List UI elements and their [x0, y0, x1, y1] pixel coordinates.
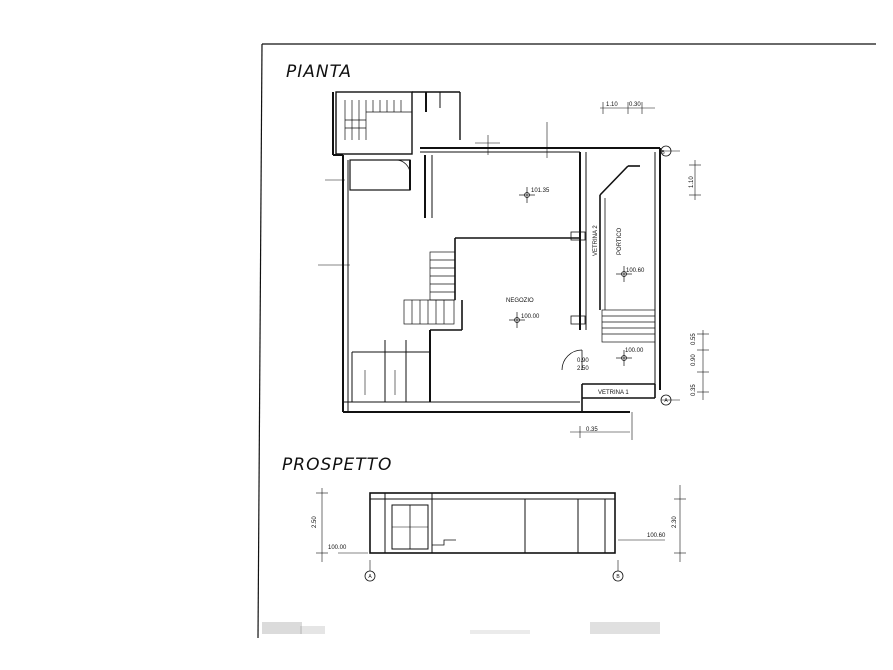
drawing-frame — [257, 43, 876, 639]
elevation-drawing — [316, 485, 686, 582]
dim-label-top-2: 0.30 — [629, 102, 641, 108]
room-label-window1: VETRINA 1 — [598, 390, 629, 396]
elevation-title: PROSPETTO — [282, 455, 392, 475]
dim-label-right-1: 1.10 — [689, 176, 695, 188]
axis-marker-b-plan: B — [661, 150, 665, 156]
dim-label-elev-left: 2.50 — [312, 516, 318, 528]
level-label-elev-left: 100.00 — [328, 545, 347, 551]
dim-label-top-1: 1.10 — [606, 102, 618, 108]
room-label-window2: VETRINA 2 — [593, 225, 599, 256]
level-label-3: 100.60 — [626, 268, 645, 274]
dim-label-right-3: 0.90 — [691, 354, 697, 366]
axis-marker-a-plan: A — [664, 398, 668, 404]
plan-title: PIANTA — [286, 62, 352, 82]
floor-plan — [318, 91, 709, 440]
scan-noise — [262, 622, 660, 634]
axis-marker-b-elev: B — [616, 574, 620, 580]
level-label-1: 101.35 — [531, 188, 550, 194]
dim-label-door-width: 0.90 — [577, 358, 589, 364]
dim-label-elev-right: 2.30 — [672, 516, 678, 528]
axis-marker-a-elev: A — [368, 574, 372, 580]
level-label-elev-right: 100.60 — [647, 533, 666, 539]
level-label-2: 100.00 — [521, 314, 540, 320]
dim-label-bottom: 0.35 — [586, 427, 598, 433]
dim-label-right-2: 0.55 — [691, 333, 697, 345]
room-label-porch: PORTICO — [617, 227, 623, 255]
level-label-4: 100.00 — [625, 348, 644, 354]
dim-label-right-4: 0.35 — [691, 384, 697, 396]
room-label-shop: NEGOZIO — [506, 298, 534, 304]
dim-label-door-height: 2.50 — [577, 366, 589, 372]
